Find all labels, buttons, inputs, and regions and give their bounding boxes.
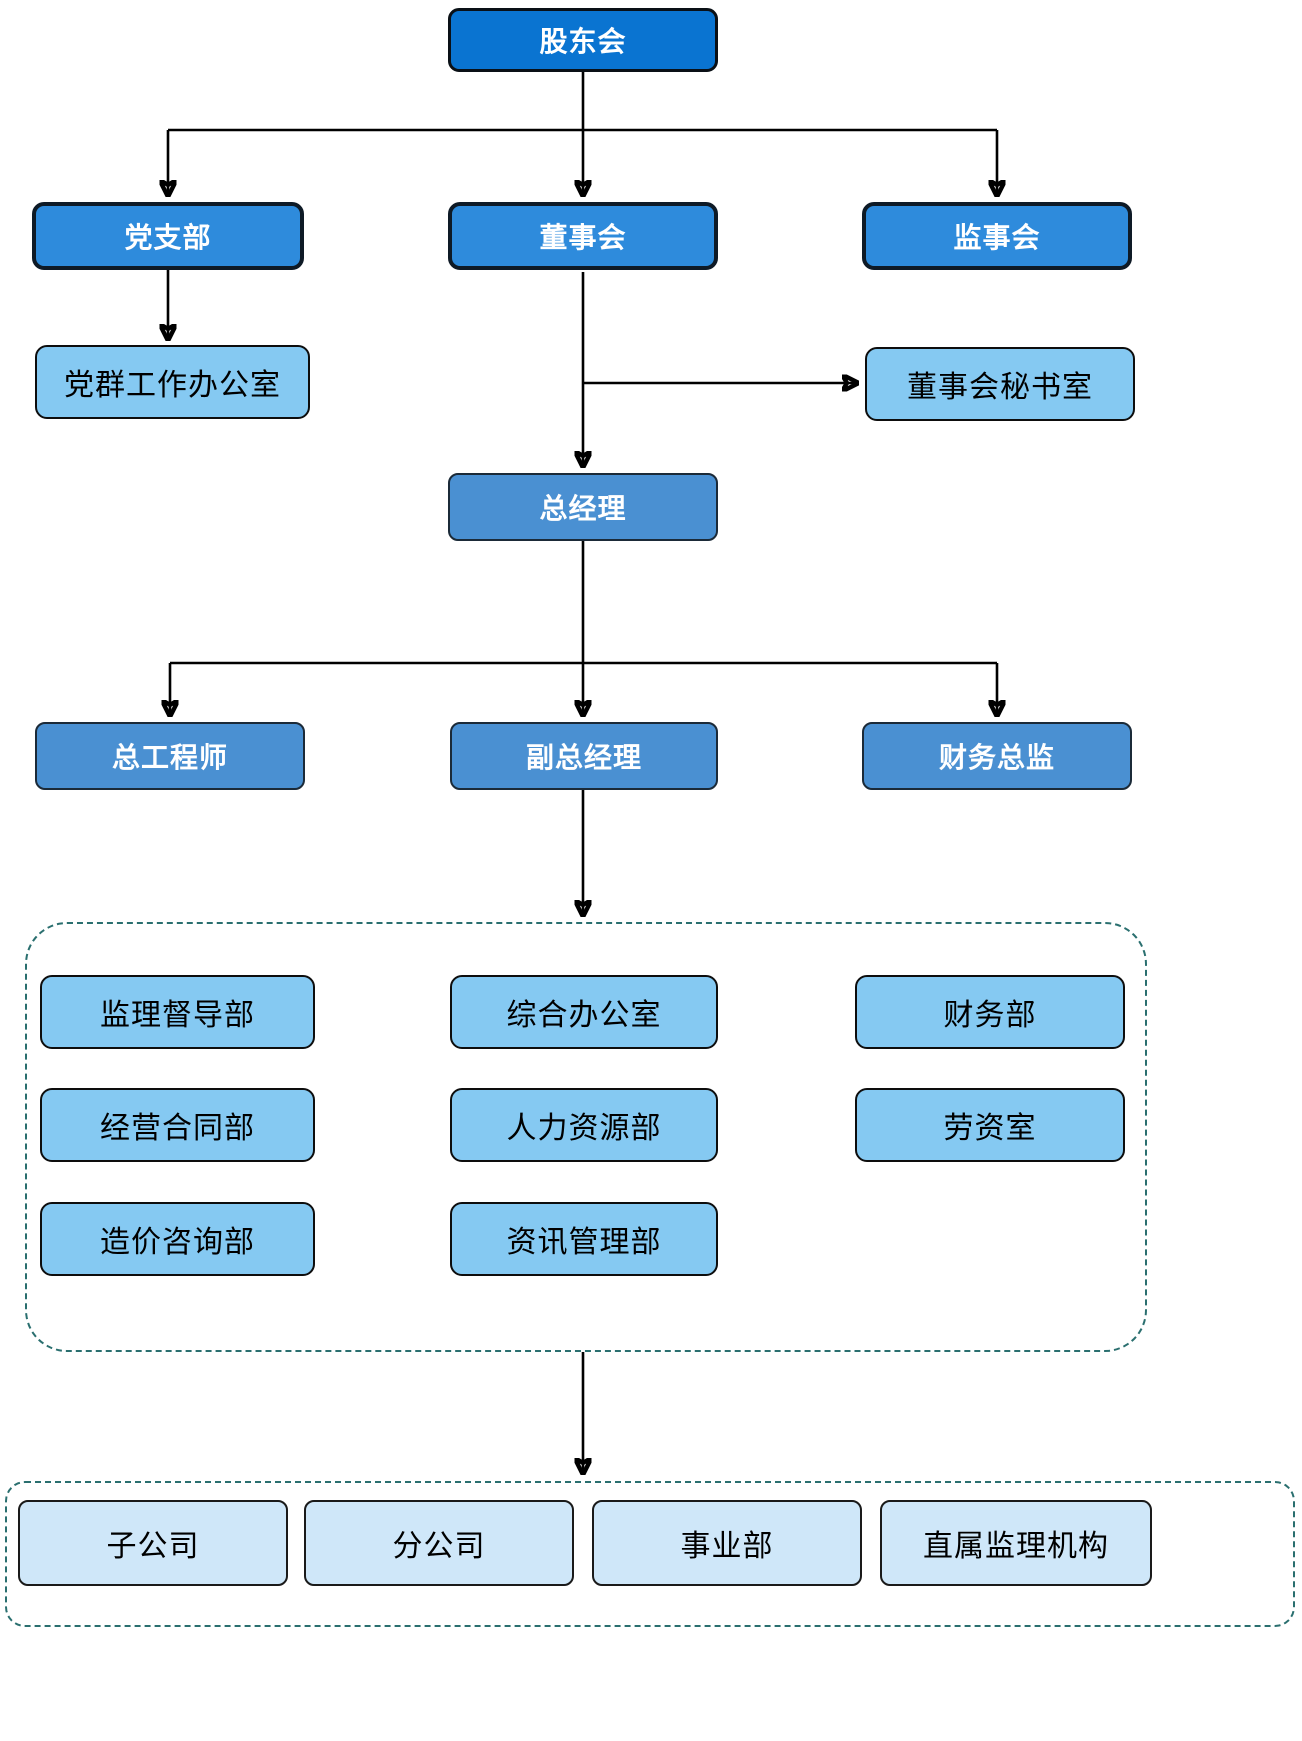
- node-finance-director: 财务总监: [862, 722, 1132, 790]
- node-supervisory-board: 监事会: [862, 202, 1132, 270]
- node-branch-company: 分公司: [304, 1500, 574, 1586]
- node-dept-human-resources: 人力资源部: [450, 1088, 718, 1162]
- node-dept-contracts: 经营合同部: [40, 1088, 315, 1162]
- node-dept-general-office: 综合办公室: [450, 975, 718, 1049]
- node-shareholders-meeting: 股东会: [448, 8, 718, 72]
- node-party-branch: 党支部: [32, 202, 304, 270]
- node-dept-labor-wages: 劳资室: [855, 1088, 1125, 1162]
- node-board-of-directors: 董事会: [448, 202, 718, 270]
- node-direct-supervision-agency: 直属监理机构: [880, 1500, 1152, 1586]
- node-dept-supervision: 监理督导部: [40, 975, 315, 1049]
- node-party-mass-work-office: 党群工作办公室: [35, 345, 310, 419]
- node-dept-cost-consulting: 造价咨询部: [40, 1202, 315, 1276]
- node-chief-engineer: 总工程师: [35, 722, 305, 790]
- subsidiaries-group-frame: [5, 1481, 1295, 1627]
- node-dept-finance: 财务部: [855, 975, 1125, 1049]
- node-subsidiary-company: 子公司: [18, 1500, 288, 1586]
- node-dept-information-management: 资讯管理部: [450, 1202, 718, 1276]
- node-business-division: 事业部: [592, 1500, 862, 1586]
- departments-group-frame: [25, 922, 1147, 1352]
- node-general-manager: 总经理: [448, 473, 718, 541]
- node-board-secretariat: 董事会秘书室: [865, 347, 1135, 421]
- node-deputy-general-manager: 副总经理: [450, 722, 718, 790]
